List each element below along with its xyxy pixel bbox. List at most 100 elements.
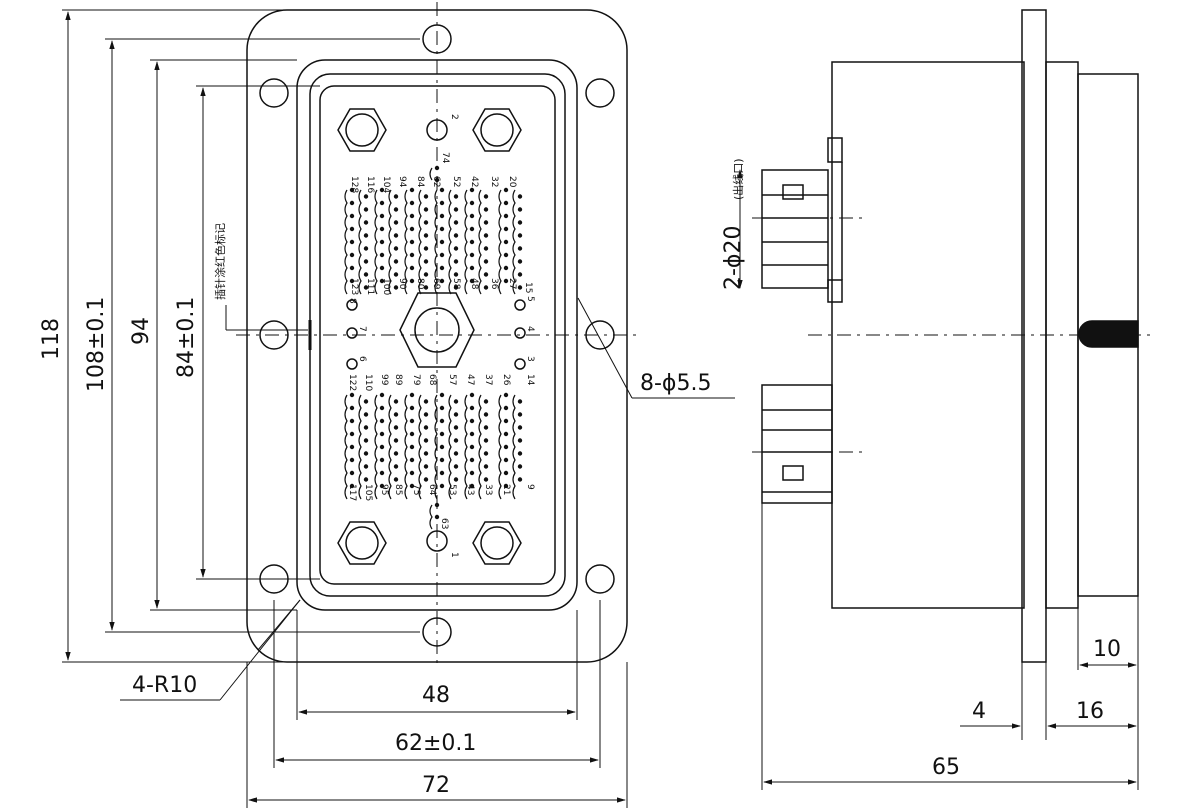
pin-dot	[363, 451, 369, 456]
pin-dot	[439, 226, 445, 232]
pin-label: 68	[427, 374, 437, 386]
pin-label: 117	[347, 484, 357, 501]
pin-dot	[469, 252, 475, 258]
pin-dot	[379, 457, 385, 463]
pin-label: 128	[349, 176, 359, 193]
side-flange	[1021, 9, 1047, 663]
pin-dot	[517, 220, 523, 225]
pin-dot	[469, 418, 475, 424]
pin-dot	[379, 392, 385, 398]
pin-dot	[409, 444, 415, 450]
pin-dot	[423, 194, 429, 199]
pin-dot	[363, 220, 369, 225]
pin-dot	[439, 483, 445, 489]
dim-overall-height: 118	[39, 318, 64, 360]
pin-label: 75	[411, 484, 421, 495]
pin-dot	[483, 194, 489, 199]
dim-overall-length: 65	[932, 755, 960, 780]
pin-label: 1	[449, 552, 459, 558]
pin-dot	[379, 252, 385, 258]
pin-label: 42	[469, 176, 479, 187]
pin-dot	[453, 246, 459, 251]
pin-dot	[469, 278, 475, 284]
pin-label: 33	[483, 484, 493, 495]
pin-dot	[379, 278, 385, 284]
pin-dot	[517, 438, 523, 443]
pin-dot	[453, 438, 459, 443]
pin-dot	[503, 213, 509, 219]
pin-dot	[483, 399, 489, 404]
pin-dot	[439, 444, 445, 450]
pin-dot	[503, 226, 509, 232]
pin-row-marker	[418, 394, 422, 500]
dim-cable-outlet-note: (出线口)	[731, 158, 745, 200]
pin-dot	[517, 425, 523, 430]
pin-row-marker	[498, 189, 502, 295]
pin-dot	[517, 259, 523, 264]
pin-label: 99	[379, 374, 389, 386]
pin-dot	[363, 285, 369, 290]
pin-dot	[409, 418, 415, 424]
pin-dot	[503, 187, 509, 193]
pin-dot	[423, 207, 429, 212]
pin-dot	[409, 200, 415, 206]
pin-dot	[453, 233, 459, 238]
pin-row-marker	[344, 189, 348, 295]
dim-mounting-holes: 8-ϕ5.5	[640, 371, 711, 396]
pin-dot	[483, 246, 489, 251]
pin-label: 63	[439, 518, 449, 529]
pin-label: 85	[393, 484, 403, 495]
pin-dot	[517, 451, 523, 456]
pin-dot	[469, 187, 475, 193]
pin-label: 8	[347, 298, 357, 304]
pin-dot	[393, 207, 399, 212]
pin-dot	[409, 431, 415, 437]
pin-label: 90	[397, 278, 407, 290]
pin-dot	[469, 405, 475, 411]
pin-dot	[423, 438, 429, 443]
pin-dot	[453, 425, 459, 430]
pin-dot	[469, 483, 475, 489]
pin-row-marker	[434, 394, 438, 500]
pin-dot	[349, 265, 355, 271]
pin-dot	[483, 220, 489, 225]
red-marking-note: 插针涂红色标记	[213, 223, 227, 300]
pin-row-marker	[418, 189, 422, 295]
pin-dot	[379, 200, 385, 206]
pin-dot	[379, 444, 385, 450]
pin-dot	[423, 477, 429, 482]
pin-row-marker	[374, 189, 378, 295]
pin-dot	[439, 265, 445, 271]
pin-dot	[483, 259, 489, 264]
upper-cable-outlet	[761, 137, 843, 303]
pin-row-marker	[478, 394, 482, 500]
pin-dot	[349, 418, 355, 424]
pin-dot	[517, 477, 523, 482]
dim-flange-thickness: 4	[972, 699, 986, 724]
pin-label: 89	[393, 374, 403, 386]
pin-dot	[363, 272, 369, 277]
pin-label: 79	[411, 374, 421, 386]
pin-dot	[363, 259, 369, 264]
pin-row-marker	[448, 394, 452, 500]
pin-dot	[393, 259, 399, 264]
pin-row-marker	[448, 189, 452, 295]
pin-dot	[453, 477, 459, 482]
pin-row-marker	[404, 394, 408, 500]
pin-label: 27	[507, 278, 517, 289]
pin-dot	[423, 464, 429, 469]
pin-dot	[379, 239, 385, 245]
pin-dot	[439, 457, 445, 463]
pin-dot	[503, 239, 509, 245]
pin-dot	[503, 278, 509, 284]
pin-label: 9	[525, 484, 535, 490]
pin-dot	[363, 438, 369, 443]
pin-dot	[393, 438, 399, 443]
pin-dot	[453, 259, 459, 264]
pin-dot	[393, 233, 399, 238]
pin-row-marker	[374, 394, 378, 500]
pin-label: 43	[465, 484, 475, 495]
pin-row-marker	[358, 189, 362, 295]
